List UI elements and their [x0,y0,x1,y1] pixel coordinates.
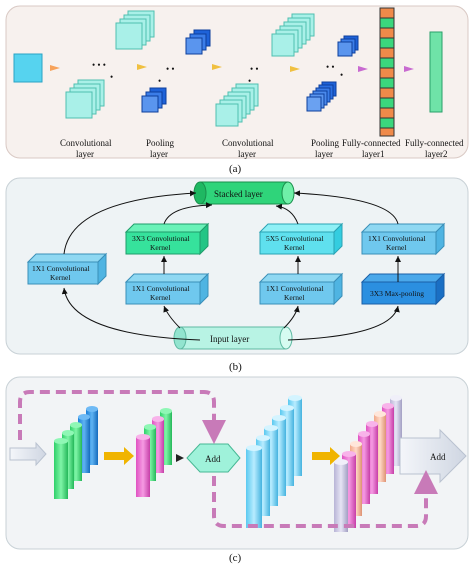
input-square [13,53,43,83]
branch4-bottom-label: 3X3 Max-pooling [370,289,424,298]
stacked-layer-cylinder [193,181,295,205]
conv2-top-stack [271,13,315,57]
skip-connection-1 [18,390,226,444]
stacked-layer-label: Stacked layer [214,189,263,199]
conv1-top-stack [115,10,155,50]
block2-cylinders [136,408,172,497]
dots-a1: • • • [92,60,106,70]
branch4-bottom-box [360,272,446,306]
arrow-a2 [137,64,147,70]
panel-b: Stacked layer Input layer 1X1 Convolutio… [5,177,469,373]
label-conv1: Convolutional layer [60,138,114,159]
label-pool1: Pooling layer [146,138,176,159]
conv1-bottom-stack [65,79,105,119]
label-fc1: Fully-connected layer1 [342,138,403,159]
add-label-2: Add [430,452,446,462]
pool1-top-stack [185,29,211,55]
branch4-top-box [360,222,446,256]
pool2-top-stack [337,35,359,57]
arrow-a1 [50,65,60,71]
skip-connection-2 [212,470,438,528]
fc1-column [379,7,395,137]
branch3-bottom-label: 1X1 Convolutional Kernel [266,284,326,302]
add-node-1 [186,443,241,473]
fc2-bar [429,31,443,113]
arrow-c3 [312,447,340,465]
dots-a5: • • [250,64,259,74]
input-layer-cylinder [173,326,293,350]
panel-a: • • • • • • • [5,5,469,175]
panel-c: Add Add (c) [5,376,469,564]
caption-b: (b) [229,361,242,373]
block1-cylinders [54,406,98,499]
dots-a6: • [248,76,251,86]
branch1-box [26,252,108,286]
branch2-bottom-box [124,272,210,306]
arrow-a3 [212,64,222,70]
dots-a3: • • [166,64,175,74]
branch2-bottom-label: 1X1 Convolutional Kernel [132,284,192,302]
caption-a: (a) [229,163,242,175]
arrow-c2 [176,454,184,462]
arrow-a5 [358,66,368,72]
block3-cylinders [246,395,302,528]
label-pool2: Pooling layer [311,138,341,159]
caption-c: (c) [229,552,242,564]
panel-b-background [5,177,469,355]
add-label-1: Add [205,454,221,464]
block4-cylinders [334,395,402,532]
pool1-bottom-stack [141,87,167,113]
arrow-a4 [290,66,300,72]
panel-b-connectors [61,190,401,341]
branch4-top-label: 1X1 Convolutional Kernel [368,234,428,252]
panel-a-background [5,5,469,159]
branch3-top-label: 5X5 Convolutional Kernel [266,234,326,252]
branch1-label: 1X1 Convolutional Kernel [32,264,92,282]
dots-a2: • [110,72,113,82]
branch3-bottom-box [258,272,344,306]
pool2-bottom-stack [306,81,337,112]
dots-a7: • • [326,62,335,72]
input-layer-label: Input layer [210,334,249,344]
dots-a8: • [340,70,343,80]
add-node-2 [399,428,467,484]
branch2-top-box [124,222,210,256]
input-arrow [9,441,47,467]
arrow-a6 [404,66,414,72]
arrow-c1 [104,447,134,465]
dots-a4: • [158,76,161,86]
label-fc2: Fully-connected layer2 [405,138,466,159]
label-conv2: Convolutional layer [222,138,276,159]
conv2-bottom-stack [215,83,259,127]
branch2-top-label: 3X3 Convolutional Kernel [132,234,192,252]
branch3-top-box [258,222,344,256]
